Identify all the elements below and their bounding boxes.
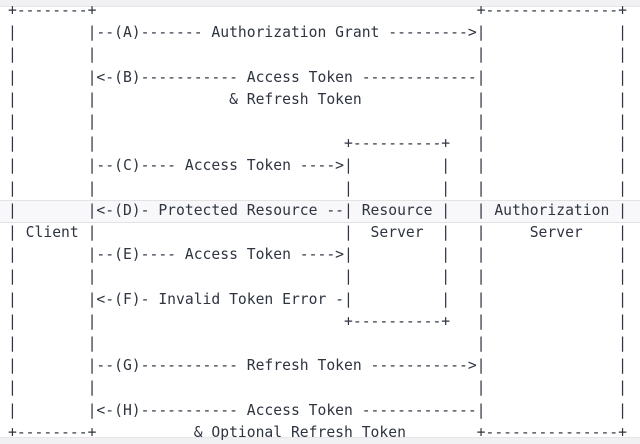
middle-row-highlight — [0, 200, 640, 223]
bottom-edge-stripe — [0, 437, 640, 444]
ascii-flow-diagram: +--------+ +---------------+ | |--(A)---… — [8, 2, 627, 441]
top-edge-stripe — [0, 0, 640, 7]
